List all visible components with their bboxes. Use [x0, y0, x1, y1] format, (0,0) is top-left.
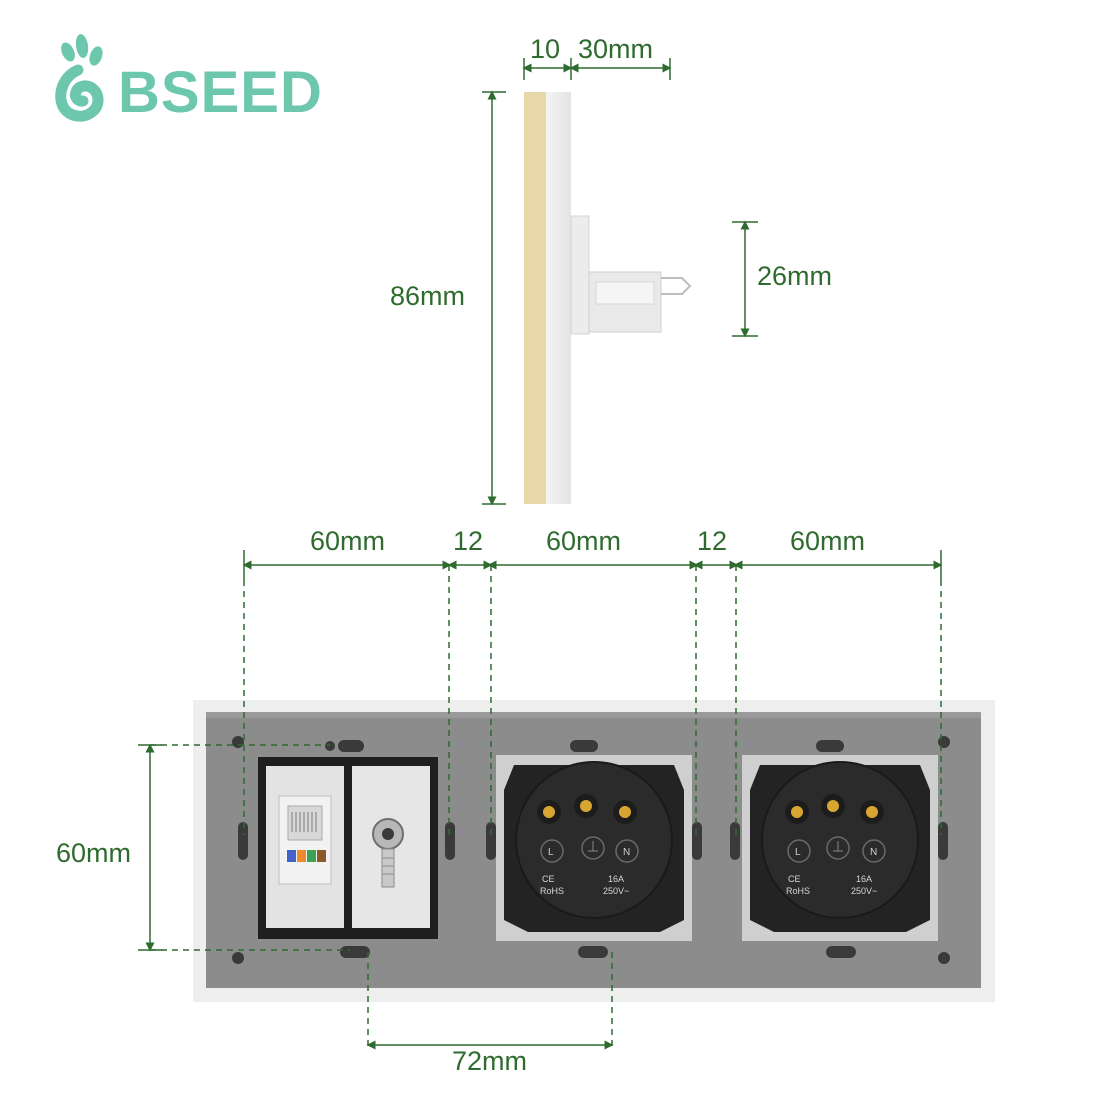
mounting-holes — [232, 736, 950, 964]
data-tv-module — [258, 757, 438, 939]
module-width-3: 60mm — [790, 526, 865, 556]
terminal-n-label: N — [623, 847, 630, 858]
terminal-l-label-2: L — [795, 847, 801, 858]
terminal-n-label-2: N — [870, 847, 877, 858]
wire-clip-side — [661, 277, 692, 295]
mounting-spacing-dimension: 72mm — [366, 1040, 614, 1076]
ground-symbol-icon — [826, 836, 850, 860]
guide-lines — [150, 565, 942, 1050]
ce-mark: CE — [542, 874, 555, 884]
ce-mark-2: CE — [788, 874, 801, 884]
frame-gold-edge — [524, 92, 546, 504]
rating-label-2: 16A — [856, 874, 872, 884]
side-view: 10 30mm 86mm 26mm — [390, 34, 832, 506]
voltage-label-2: 250V~ — [851, 886, 877, 896]
module-height-front-label: 60mm — [56, 838, 131, 868]
terminal-l-label: L — [548, 847, 554, 858]
module-height-side-label: 26mm — [757, 261, 832, 291]
gap-width-1: 12 — [453, 526, 483, 556]
rating-label: 16A — [608, 874, 624, 884]
gap-width-2: 12 — [697, 526, 727, 556]
ground-symbol-icon — [581, 836, 605, 860]
module-housing-side — [570, 215, 590, 335]
depth-label: 30mm — [578, 34, 653, 64]
rohs-mark-2: RoHS — [786, 886, 810, 896]
module-width-1: 60mm — [310, 526, 385, 556]
plate-thickness-label: 10 — [530, 34, 560, 64]
front-panel: L N CE RoHS 16A 250V~ L N CE RoHS — [150, 565, 995, 1050]
mounting-spacing-label: 72mm — [452, 1046, 527, 1076]
rj45-jack-icon — [278, 795, 332, 885]
schuko-outlet-2: L N CE RoHS 16A 250V~ — [742, 755, 938, 941]
schuko-outlet-1: L N CE RoHS 16A 250V~ — [496, 755, 692, 941]
glass-panel-side — [546, 92, 571, 504]
height-label: 86mm — [390, 281, 465, 311]
coax-connector-icon — [372, 818, 404, 888]
bseed-logo: BSEED — [55, 34, 323, 125]
rohs-mark: RoHS — [540, 886, 564, 896]
module-width-2: 60mm — [546, 526, 621, 556]
brand-name: BSEED — [118, 60, 323, 125]
front-width-dimensions: 60mm 12 60mm 12 60mm — [242, 526, 943, 580]
voltage-label: 250V~ — [603, 886, 629, 896]
front-height-dimension: 60mm — [56, 743, 162, 952]
bseed-logo-icon — [55, 34, 104, 122]
